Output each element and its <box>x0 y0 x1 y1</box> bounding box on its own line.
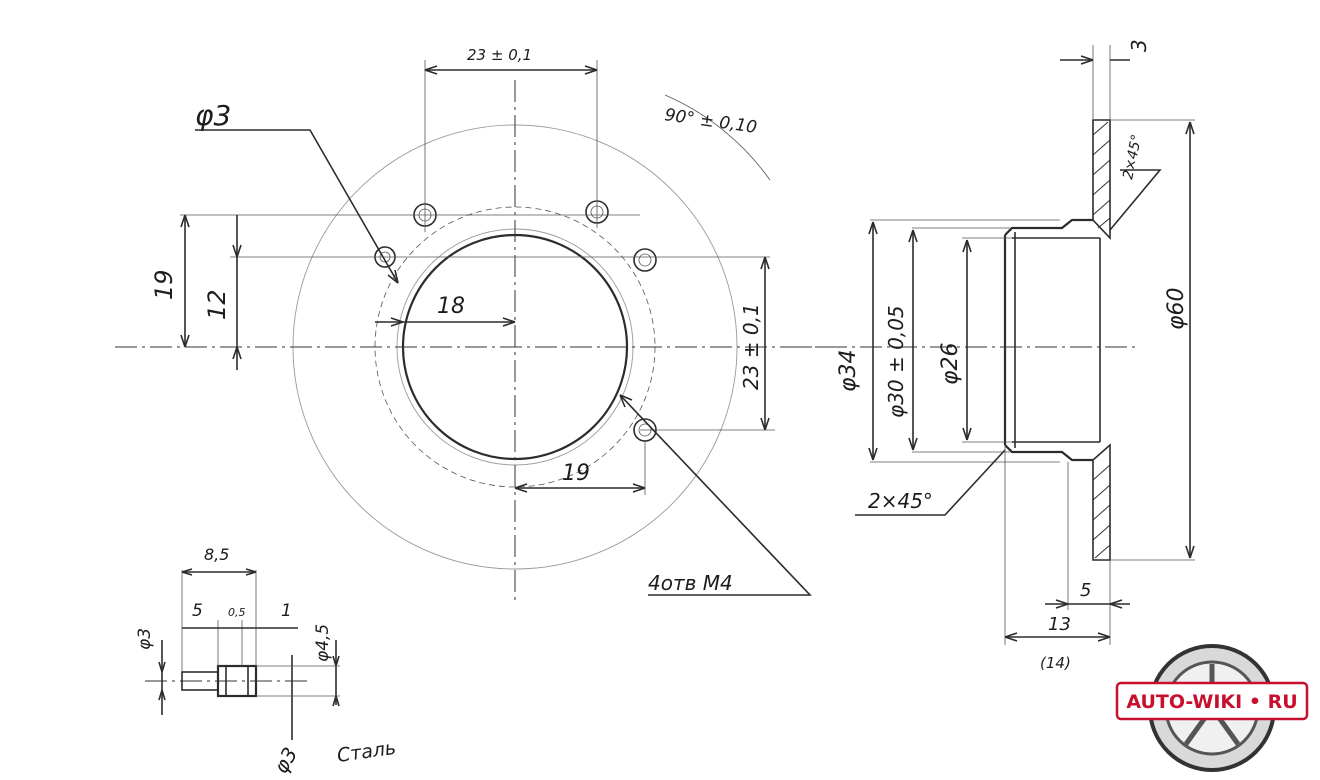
hub-top-edge <box>1004 218 1093 236</box>
label-angle-tol: 90° ± 0,10 <box>663 105 758 138</box>
label-phi60: φ60 <box>1164 287 1189 330</box>
label-23-top: 23 ± 0,1 <box>467 46 532 64</box>
label-phi3-top: φ3 <box>195 99 231 132</box>
label-13: 13 <box>1048 614 1071 635</box>
label-pin-phi3: φ3 <box>135 628 155 650</box>
label-3: 3 <box>1127 39 1151 52</box>
hatching <box>1092 121 1111 559</box>
side-view <box>790 45 1195 645</box>
flange-bottom <box>1092 443 1111 561</box>
flange-top <box>1092 119 1111 241</box>
label-pin-phi3-bottom: φ3 <box>269 743 303 777</box>
label-5: 5 <box>1080 580 1091 601</box>
label-chamfer-bottom: 2×45° <box>868 489 933 513</box>
label-material: Сталь <box>336 737 398 767</box>
label-12: 12 <box>203 289 231 320</box>
label-phi30: φ30 ± 0,05 <box>884 305 908 418</box>
dimension-labels: 23 ± 0,1 φ3 90° ± 0,10 19 12 18 23 ± 0,1… <box>135 39 1189 777</box>
watermark-text: AUTO-WIKI • RU <box>1126 691 1297 713</box>
label-19-bottom: 19 <box>562 461 590 486</box>
front-view <box>115 60 825 605</box>
label-pin-1: 1 <box>281 601 292 621</box>
label-14: (14) <box>1040 654 1071 672</box>
label-chamfer-top: 2×45° <box>1120 133 1145 181</box>
pin-detail <box>145 568 340 740</box>
label-pin-5: 5 <box>192 601 203 621</box>
label-pin-05: 0,5 <box>228 606 246 619</box>
label-18: 18 <box>437 294 465 319</box>
label-pin-85: 8,5 <box>204 545 229 564</box>
label-pin-phi45: φ4,5 <box>313 624 333 662</box>
label-19-left: 19 <box>150 269 178 300</box>
watermark-logo: AUTO-WIKI • RU <box>1115 644 1309 772</box>
label-holes-note: 4отв М4 <box>648 571 733 595</box>
hole-right <box>633 248 657 272</box>
label-phi26: φ26 <box>938 342 963 385</box>
label-phi34: φ34 <box>836 349 861 392</box>
hub-bottom-edge <box>1004 444 1093 462</box>
label-23-right: 23 ± 0,1 <box>739 303 763 390</box>
